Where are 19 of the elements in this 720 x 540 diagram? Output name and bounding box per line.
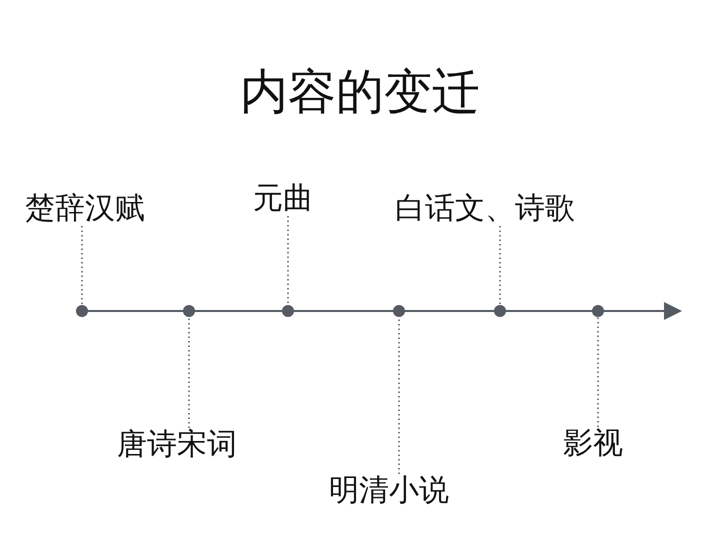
timeline-dot [183,305,195,317]
era-label: 楚辞汉赋 [25,192,145,226]
timeline-dot [494,305,506,317]
leader-line [499,226,501,305]
era-label: 元曲 [253,182,313,216]
era-label: 唐诗宋词 [117,428,237,462]
timeline-dot [393,305,405,317]
era-label: 明清小说 [329,474,449,508]
leader-line [398,317,400,474]
timeline-dot [282,305,294,317]
leader-line [287,216,289,305]
timeline-dot [592,305,604,317]
title: 内容的变迁 [239,63,481,122]
leader-line [81,226,83,305]
timeline-dot [76,305,88,317]
leader-line [597,317,599,427]
era-label: 白话文、诗歌 [395,192,575,226]
leader-line [188,317,190,428]
era-label: 影视 [563,427,623,461]
